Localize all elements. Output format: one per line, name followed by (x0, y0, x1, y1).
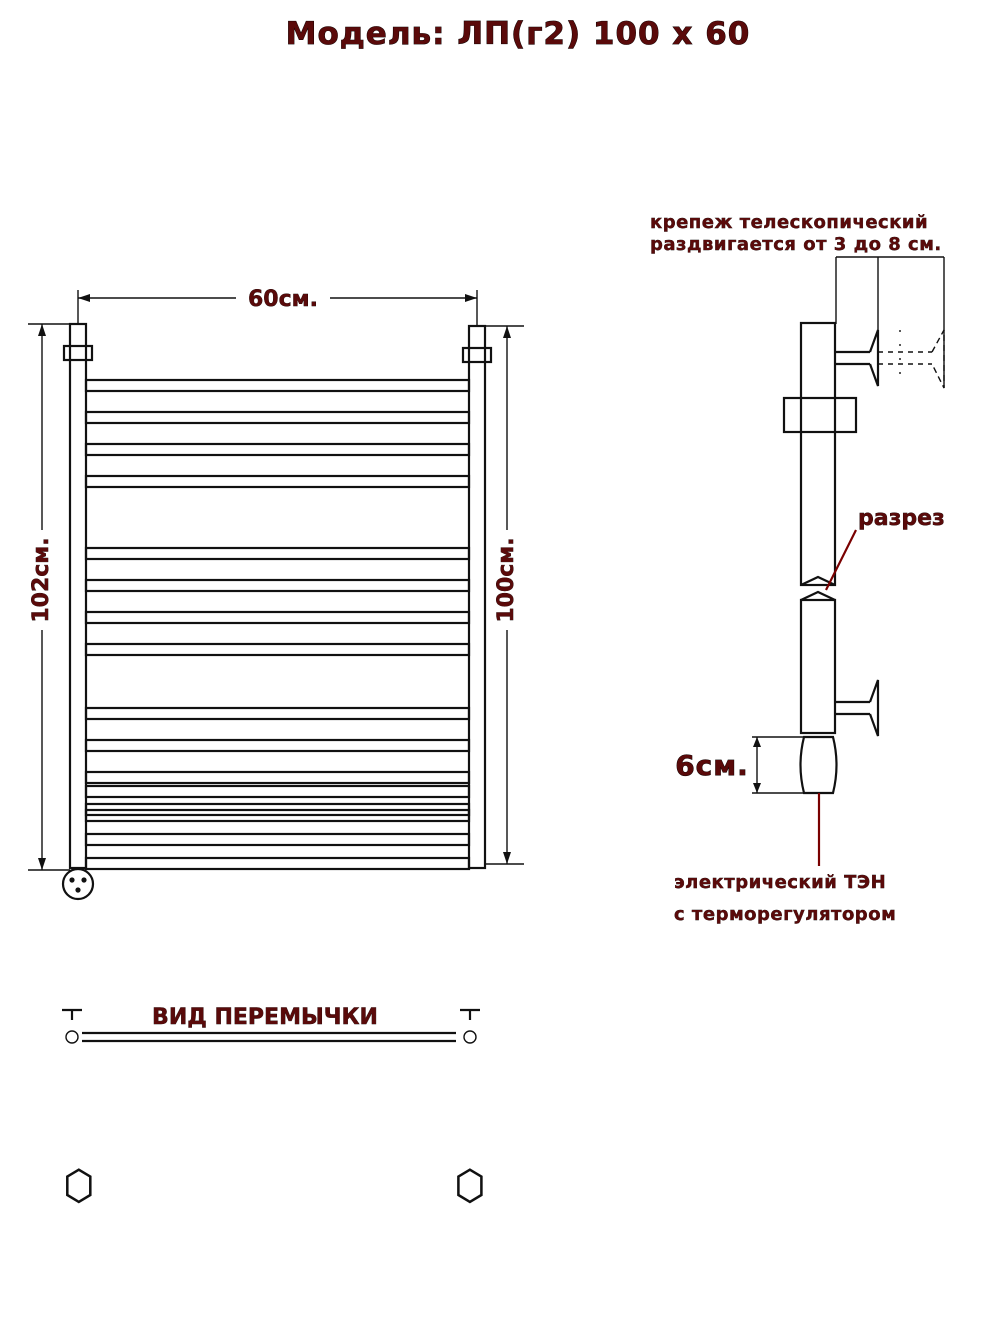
height-right-label: 100см. (494, 537, 519, 622)
rung (84, 578, 471, 593)
rung (84, 610, 471, 625)
rung (84, 642, 471, 657)
height-dimension-right: 100см. (485, 325, 524, 865)
rung (84, 770, 471, 785)
right-fitting (461, 346, 493, 364)
rung (84, 808, 471, 823)
connector-pin (75, 887, 81, 893)
rung (84, 706, 471, 721)
jumper-label: ВИД ПЕРЕМЫЧКИ (152, 1005, 378, 1030)
rung (84, 546, 471, 561)
heater-length-label: 6см. (675, 749, 749, 782)
height-dimension-left: 102см. (28, 323, 70, 871)
front-view (61, 322, 493, 901)
connector-pin (69, 877, 75, 883)
width-dimension: 60см. (77, 287, 478, 326)
rung (84, 738, 471, 753)
lower-bracket-plate (868, 679, 880, 737)
jumper-right-nut (457, 1168, 483, 1204)
rung (84, 856, 471, 871)
left-fitting (62, 344, 94, 362)
cut-label: разрез (858, 506, 945, 531)
heater-label-line1: электрический ТЭН (674, 872, 886, 893)
right-post (467, 324, 487, 870)
heater-connector (61, 867, 95, 901)
mount-label-line2: раздвигается от 3 до 8 см. (650, 234, 942, 255)
mount-label-line1: крепеж телескопический (650, 212, 928, 233)
heater-element (799, 735, 838, 795)
connector-pin (81, 877, 87, 883)
cut-lower (800, 590, 836, 601)
side-post-upper (799, 321, 837, 587)
rung (84, 442, 471, 457)
rung (84, 378, 471, 393)
upper-bracket-extended (931, 329, 945, 389)
side-post-lower (799, 598, 837, 735)
cut-leader (825, 529, 857, 591)
upper-bracket-plate (868, 329, 880, 387)
side-view: крепеж телескопический раздвигается от 3… (650, 212, 945, 925)
rung (84, 474, 471, 489)
jumper-left-nut (66, 1168, 92, 1204)
rungs-group (84, 378, 471, 871)
side-collar (782, 396, 858, 434)
heater-label-line2: с терморегулятором (674, 904, 896, 925)
width-label: 60см. (248, 287, 318, 312)
left-post (68, 322, 88, 870)
rung (84, 410, 471, 425)
rung (84, 784, 471, 799)
diagram-title: Модель: ЛП(г2) 100 х 60 (286, 16, 751, 52)
jumper-view: ВИД ПЕРЕМЫЧКИ (62, 1005, 483, 1204)
rung (84, 832, 471, 847)
height-left-label: 102см. (29, 537, 54, 622)
